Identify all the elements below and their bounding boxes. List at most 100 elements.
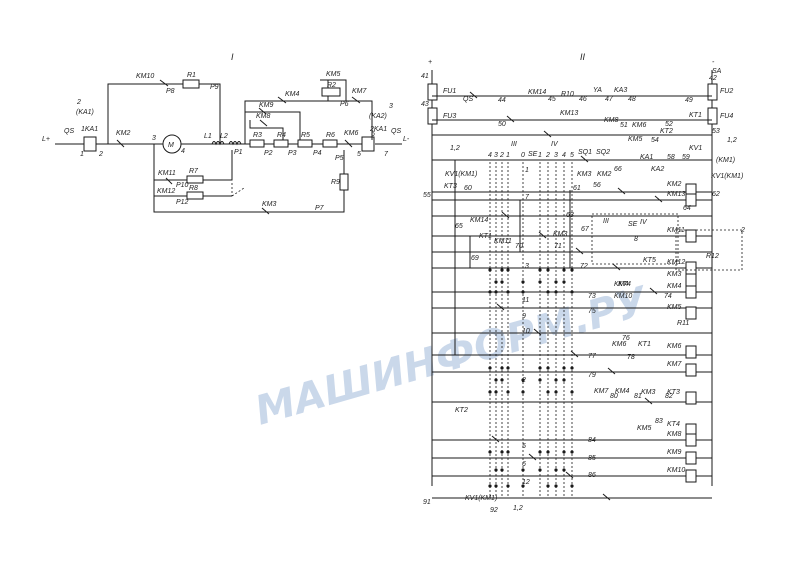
contact-ya: YA bbox=[593, 87, 602, 94]
contact-break-19 bbox=[565, 471, 574, 479]
controller-row-1: 7 bbox=[525, 194, 530, 201]
controller-position-2: 2 bbox=[499, 152, 504, 159]
contact-break-7 bbox=[501, 211, 510, 219]
ref-12-b: 1,2 bbox=[727, 137, 737, 144]
overcurrent-relay-right bbox=[361, 136, 375, 152]
contact-kt2: KT2 bbox=[660, 128, 673, 135]
qs-right-label: QS bbox=[391, 128, 401, 135]
wire-58: 58 bbox=[667, 154, 675, 161]
controller-range-iv: IV bbox=[551, 141, 559, 148]
controller-dot bbox=[570, 484, 574, 488]
contact-km3-low: KM3 bbox=[641, 389, 656, 396]
node-2: 2 bbox=[98, 151, 103, 158]
controller-dot bbox=[570, 366, 574, 370]
wire-52: 52 bbox=[665, 121, 673, 128]
wire-79: 79 bbox=[588, 372, 596, 379]
coil-label-10: KT3 bbox=[667, 389, 680, 396]
coil-box-7 bbox=[685, 306, 697, 320]
controller-dot bbox=[538, 280, 542, 284]
controller-dot bbox=[538, 366, 542, 370]
contact-break-18 bbox=[528, 453, 537, 461]
comp-r8: R8 bbox=[189, 185, 198, 192]
controller-position-5: 1 bbox=[538, 152, 542, 159]
comp-p8: P8 bbox=[166, 88, 175, 95]
resistor-r6 bbox=[322, 139, 338, 148]
controller-dot bbox=[521, 290, 525, 294]
controller-dot bbox=[488, 366, 492, 370]
coil-label-14: KM10 bbox=[667, 467, 685, 474]
controller-dot bbox=[570, 450, 574, 454]
comp-p1: P1 bbox=[234, 149, 243, 156]
coil-box-5 bbox=[685, 273, 697, 287]
ka-right-code: 2KA1 bbox=[369, 126, 387, 133]
comp-p2: P2 bbox=[264, 150, 273, 157]
comp-r9: R9 bbox=[331, 179, 340, 186]
comp-km8: KM8 bbox=[256, 113, 271, 120]
contact-km7-row: KM7 bbox=[594, 388, 610, 395]
wire-49: 49 bbox=[685, 97, 693, 104]
controller-dot bbox=[494, 468, 498, 472]
controller-dot bbox=[546, 390, 550, 394]
wire-63: 63 bbox=[566, 212, 574, 219]
wire-62: 62 bbox=[712, 191, 720, 198]
wire-59: 59 bbox=[682, 154, 690, 161]
ka-right-ref: (KA2) bbox=[369, 113, 387, 120]
controller-dot bbox=[538, 268, 542, 272]
rail-plus: + bbox=[428, 59, 432, 66]
overcurrent-relay-left bbox=[83, 136, 97, 152]
coil-box-4 bbox=[685, 261, 697, 275]
ka-left-num: 2 bbox=[76, 99, 81, 106]
contact-break-2 bbox=[506, 115, 515, 123]
fuse-fu3 bbox=[427, 107, 438, 125]
controller-row-3: 11 bbox=[522, 297, 529, 304]
coil-label-11: KT4 bbox=[667, 421, 680, 428]
comp-r7: R7 bbox=[189, 168, 199, 175]
comp-r6: R6 bbox=[326, 132, 335, 139]
wire-46: 46 bbox=[579, 96, 587, 103]
coil-box-10 bbox=[685, 391, 697, 405]
contact-break-8 bbox=[538, 231, 547, 239]
coil-box-12 bbox=[685, 433, 697, 447]
coil-label-12: KM8 bbox=[667, 431, 682, 438]
rail-minus: - bbox=[712, 59, 715, 66]
comp-p5: P5 bbox=[335, 155, 344, 162]
coil-label-3: KM11 bbox=[667, 227, 685, 234]
resistor-r5 bbox=[297, 139, 313, 148]
wire-44: 44 bbox=[498, 97, 506, 104]
wire-48: 48 bbox=[628, 96, 636, 103]
contact-km6-low: KM6 bbox=[612, 341, 627, 348]
qs-left-label: QS bbox=[64, 128, 74, 135]
fuse-fu4-label: FU4 bbox=[720, 113, 733, 120]
controller-dot bbox=[554, 290, 558, 294]
ka-right-num: 3 bbox=[389, 103, 393, 110]
contact-km11-mid: KM11 bbox=[494, 238, 512, 245]
controller-row-5: 10 bbox=[522, 328, 530, 335]
controller-dot bbox=[500, 366, 504, 370]
comp-km5: KM5 bbox=[326, 71, 341, 78]
controller-position-3: 1 bbox=[506, 152, 510, 159]
coil-box-8 bbox=[685, 345, 697, 359]
controller-dot bbox=[494, 280, 498, 284]
controller-dot bbox=[546, 484, 550, 488]
wire-78: 78 bbox=[627, 354, 635, 361]
controller-dot bbox=[500, 378, 504, 382]
wire-60: 60 bbox=[464, 185, 472, 192]
wire-80: 80 bbox=[610, 393, 618, 400]
contact-km4-low: KM4 bbox=[615, 388, 630, 395]
coil-label-5: KM3 bbox=[667, 271, 682, 278]
controller-dot bbox=[488, 268, 492, 272]
coil-label-9: KM7 bbox=[667, 361, 683, 368]
resistor-r3 bbox=[249, 139, 265, 148]
fuse-fu4 bbox=[707, 107, 718, 125]
coil-box-14 bbox=[685, 469, 697, 483]
controller-dot bbox=[538, 468, 542, 472]
comp-km9: KM9 bbox=[259, 102, 274, 109]
wire-65: 65 bbox=[455, 223, 463, 230]
resistor-r7 bbox=[186, 175, 204, 184]
resistor-r8 bbox=[186, 191, 204, 200]
wire-74: 74 bbox=[664, 293, 672, 300]
contact-break-10 bbox=[612, 263, 621, 271]
controller-position-9: 5 bbox=[570, 152, 574, 159]
coil-label-6: KM4 bbox=[667, 283, 682, 290]
